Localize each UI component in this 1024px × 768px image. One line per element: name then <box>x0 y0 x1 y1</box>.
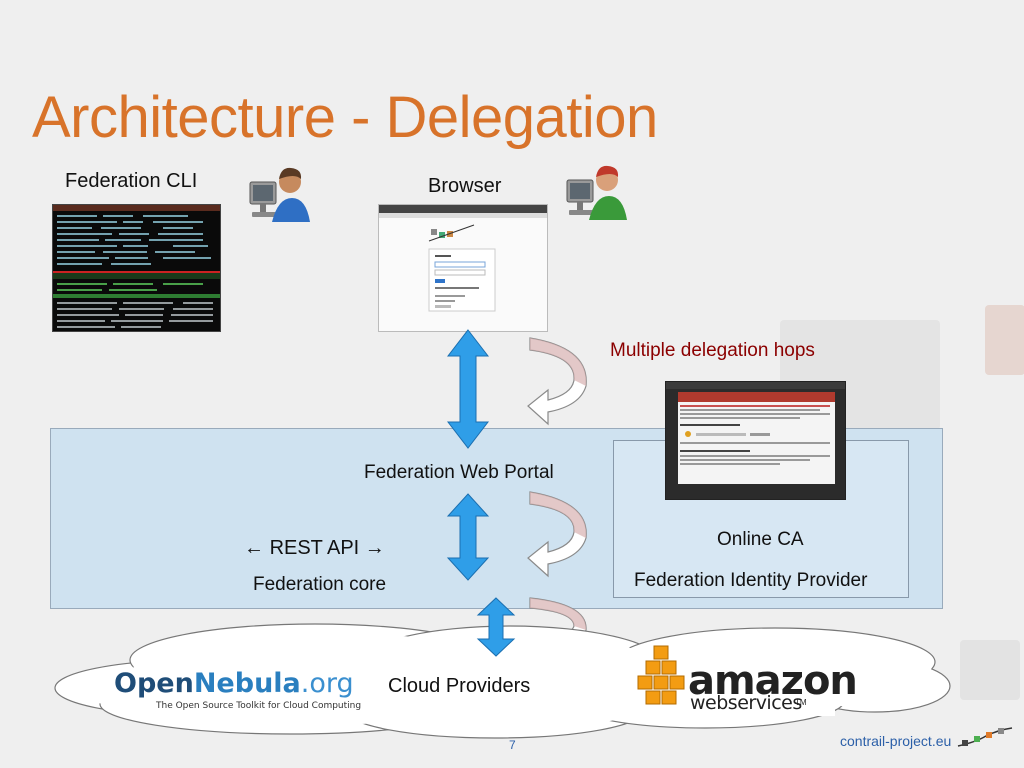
federation-core-label: Federation core <box>253 574 387 595</box>
browser-screenshot <box>378 204 548 332</box>
cloud-providers-label: Cloud Providers <box>388 675 531 697</box>
amazon-boxes-icon <box>637 645 685 705</box>
footer-link[interactable]: contrail-project.eu <box>840 733 952 749</box>
web-portal-label: Federation Web Portal <box>364 462 554 483</box>
amazon-logo-text: amazon <box>688 658 858 704</box>
page-number: 7 <box>509 738 516 752</box>
double-arrow-core-cloud <box>476 597 516 657</box>
contrail-logo-icon <box>957 727 1013 747</box>
amazon-trademark: TM <box>795 698 807 707</box>
background-shape <box>960 640 1020 700</box>
browser-label: Browser <box>428 175 502 197</box>
opennebula-tagline: The Open Source Toolkit for Cloud Comput… <box>156 701 362 711</box>
cloud-shape <box>54 623 951 739</box>
double-arrow-portal-core <box>446 493 490 581</box>
right-arrow-icon: → <box>364 537 385 559</box>
cli-terminal-screenshot <box>52 204 221 332</box>
online-ca-label: Online CA <box>717 529 804 550</box>
user-computer-icon <box>249 167 310 222</box>
identity-provider-label: Federation Identity Provider <box>634 570 868 591</box>
rest-api-label: ← REST API → <box>244 537 385 560</box>
opennebula-logo-part3: .org <box>300 668 354 699</box>
slide-title: Architecture - Delegation <box>32 85 658 150</box>
amazon-webservices-text: webservices <box>690 692 802 714</box>
opennebula-logo: OpenNebula.org <box>114 668 354 699</box>
opennebula-logo-part2: Nebula <box>193 668 301 699</box>
double-arrow-browser-portal <box>446 329 490 449</box>
background-shape <box>985 305 1024 375</box>
delegation-curved-arrow <box>527 491 587 578</box>
rest-api-text: REST API <box>269 537 360 559</box>
left-arrow-icon: ← <box>244 537 264 559</box>
delegation-curved-arrow <box>527 337 587 426</box>
online-ca-screenshot <box>665 381 846 500</box>
delegation-hops-label: Multiple delegation hops <box>610 340 815 361</box>
opennebula-logo-part1: Open <box>114 668 194 699</box>
cli-label: Federation CLI <box>65 170 198 192</box>
user-computer-icon <box>566 165 627 220</box>
